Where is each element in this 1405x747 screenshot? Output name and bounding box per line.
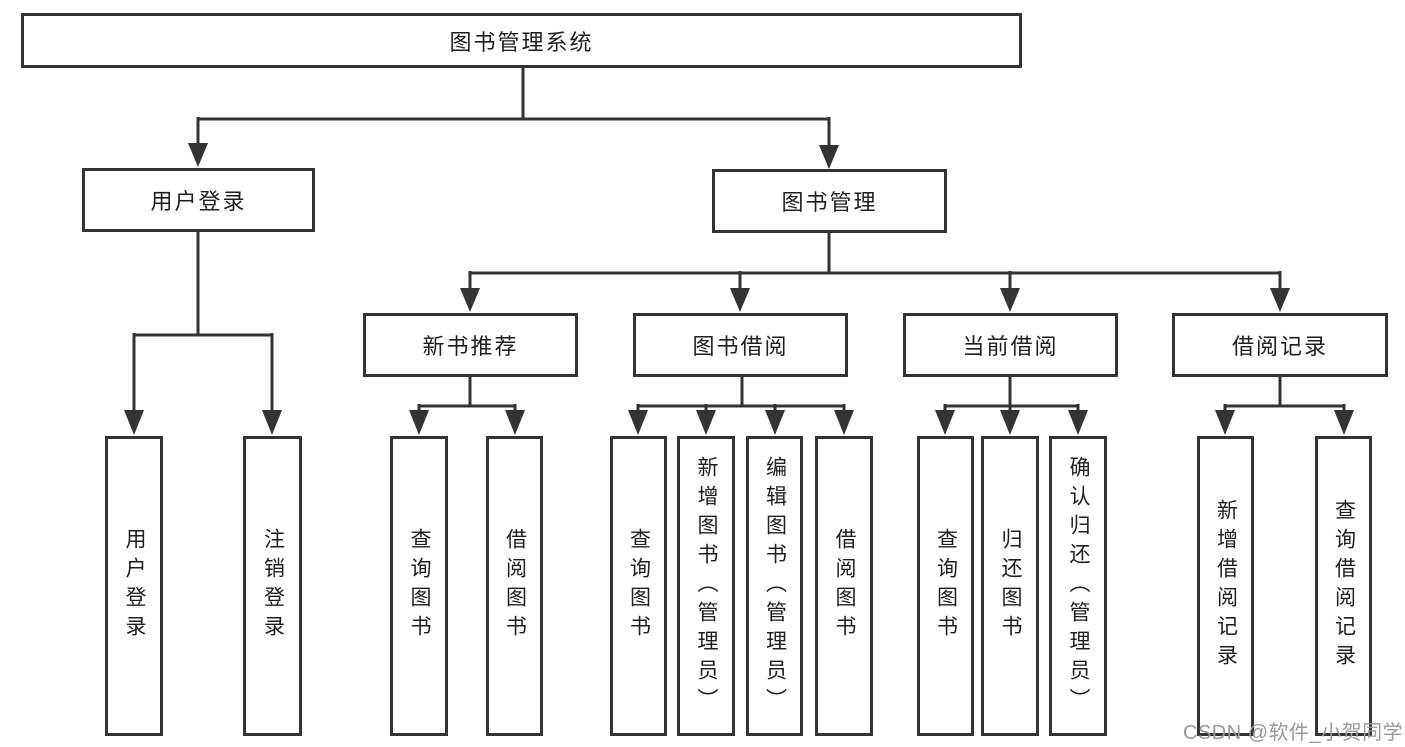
node-user-login: 用户登录 [82,168,315,232]
node-label: 当前借阅 [962,334,1059,359]
arrow-down-icon [460,288,480,312]
arrow-down-icon [730,288,750,312]
leaf-nbr-borrow-books: 借阅图书 [486,436,543,736]
arrow-down-icon [935,410,955,435]
connector-book-borrow-to-leaves [628,376,854,435]
connector-path [468,232,1282,290]
arrow-down-icon [1068,410,1088,435]
arrow-down-icon [409,410,429,435]
node-label: 借阅图书 [833,528,857,644]
node-label: 图书借阅 [692,334,789,359]
leaf-cb-query-books: 查询图书 [917,436,974,736]
leaf-logout-login: 注销登录 [243,436,302,736]
node-label: 编辑图书（管理员） [763,455,787,717]
node-label: 确认归还（管理员） [1067,455,1091,717]
leaf-bb-borrow-books: 借阅图书 [815,436,873,736]
connector-current-borrow-to-leaves [935,376,1088,435]
node-book-borrow: 图书借阅 [633,313,848,377]
leaf-nbr-query-books: 查询图书 [390,436,448,736]
node-label: 查询图书 [408,528,432,644]
connector-path [1223,376,1346,412]
leaf-cb-return-books: 归还图书 [981,436,1039,736]
node-label: 用户登录 [123,528,147,644]
leaf-user-login: 用户登录 [105,436,163,736]
connector-path [196,67,831,147]
arrow-down-icon [765,410,785,435]
arrow-down-icon [1270,288,1290,312]
leaf-bb-add-books-admin: 新增图书（管理员） [677,436,735,736]
connector-book-management-to-level3 [460,232,1290,312]
leaf-br-query-borrow-record: 查询借阅记录 [1315,436,1372,736]
node-label: 查询借阅记录 [1332,499,1356,673]
node-label: 新增借阅记录 [1214,499,1238,673]
connector-path [943,376,1080,412]
node-label: 归还图书 [999,528,1023,644]
connector-new-book-recommend-to-leaves [409,376,525,435]
leaf-cb-confirm-return-admin: 确认归还（管理员） [1049,436,1107,736]
arrow-down-icon [124,410,144,435]
node-new-book-recommend: 新书推荐 [363,313,578,377]
node-borrow-records: 借阅记录 [1172,313,1388,377]
connector-path [417,376,517,412]
connector-user-login-to-leaves [124,231,282,435]
arrow-down-icon [628,410,648,435]
leaf-bb-edit-books-admin: 编辑图书（管理员） [746,436,803,736]
node-label: 用户登录 [150,189,247,214]
arrow-down-icon [188,143,208,167]
watermark: CSDN @软件_小贺同学 [1183,722,1404,744]
node-label: 借阅图书 [503,528,527,644]
node-label: 查询图书 [627,528,651,644]
leaf-br-add-borrow-record: 新增借阅记录 [1197,436,1254,736]
node-label: 新书推荐 [422,334,519,359]
node-label: 图书管理系统 [449,29,594,55]
node-root-library-management-system: 图书管理系统 [21,13,1022,68]
connector-path [132,231,274,412]
leaf-bb-query-books: 查询图书 [610,436,667,736]
connector-path [636,376,846,412]
node-label: 注销登录 [261,528,285,644]
arrow-down-icon [1000,410,1020,435]
node-label: 借阅记录 [1231,334,1328,359]
arrow-down-icon [505,410,525,435]
node-current-borrow: 当前借阅 [903,313,1118,377]
node-label: 图书管理 [781,190,878,215]
node-book-management: 图书管理 [712,169,947,233]
arrow-down-icon [1000,288,1020,312]
arrow-down-icon [262,410,282,435]
node-label: 查询图书 [934,528,958,644]
connector-root-to-level2 [188,67,839,169]
connector-borrow-records-to-leaves [1215,376,1354,435]
arrow-down-icon [819,145,839,169]
arrow-down-icon [696,410,716,435]
arrow-down-icon [834,410,854,435]
arrow-down-icon [1215,410,1235,435]
node-label: 新增图书（管理员） [695,455,719,717]
arrow-down-icon [1334,410,1354,435]
